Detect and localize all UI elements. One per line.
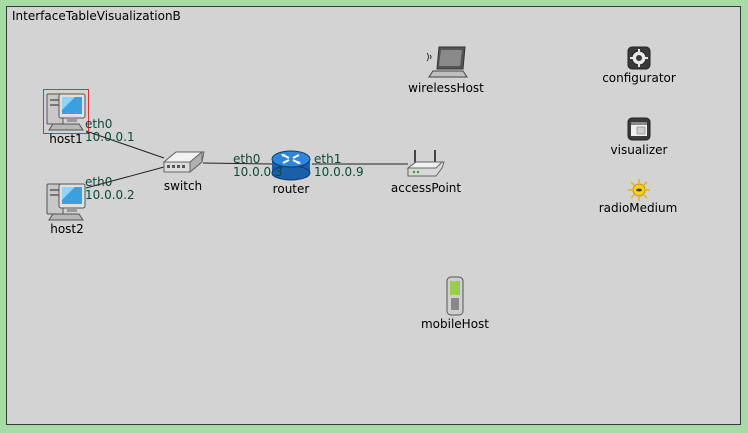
host1-label: host1 [49, 132, 83, 146]
network-switch-icon [162, 150, 205, 174]
wireless-access-point-icon [406, 150, 445, 177]
configurator-label: configurator [602, 71, 676, 85]
host1-selection-box [43, 89, 89, 134]
visualizer-label: visualizer [610, 143, 668, 157]
radiomedium-label: radioMedium [598, 201, 678, 215]
router-label: router [272, 182, 310, 196]
desktop-computer-icon [46, 93, 86, 131]
laptop-icon [426, 46, 468, 78]
sun-icon [628, 179, 650, 201]
desktop-computer-icon [46, 183, 86, 221]
accesspoint-label: accessPoint [390, 181, 462, 195]
host2-eth0-name: eth0 [85, 175, 113, 189]
gear-icon [627, 46, 651, 70]
host1-eth0-address: 10.0.0.1 [85, 130, 135, 144]
host2-eth0-address: 10.0.0.2 [85, 188, 135, 202]
router-eth1-address: 10.0.0.9 [314, 165, 364, 179]
wirelesshost-label: wirelessHost [408, 81, 484, 95]
switch-label: switch [163, 179, 203, 193]
window-icon [627, 117, 651, 141]
router-eth1-name: eth1 [314, 152, 342, 166]
host2-label: host2 [50, 222, 84, 236]
host1-eth0-name: eth0 [85, 117, 113, 131]
router-icon [271, 150, 311, 181]
network-title: InterfaceTableVisualizationB [12, 9, 181, 23]
router-eth0-name: eth0 [233, 152, 261, 166]
network-canvas [6, 6, 741, 425]
router-eth0-address: 10.0.0.3 [233, 165, 283, 179]
mobilehost-label: mobileHost [420, 317, 490, 331]
mobile-phone-icon [446, 276, 464, 316]
